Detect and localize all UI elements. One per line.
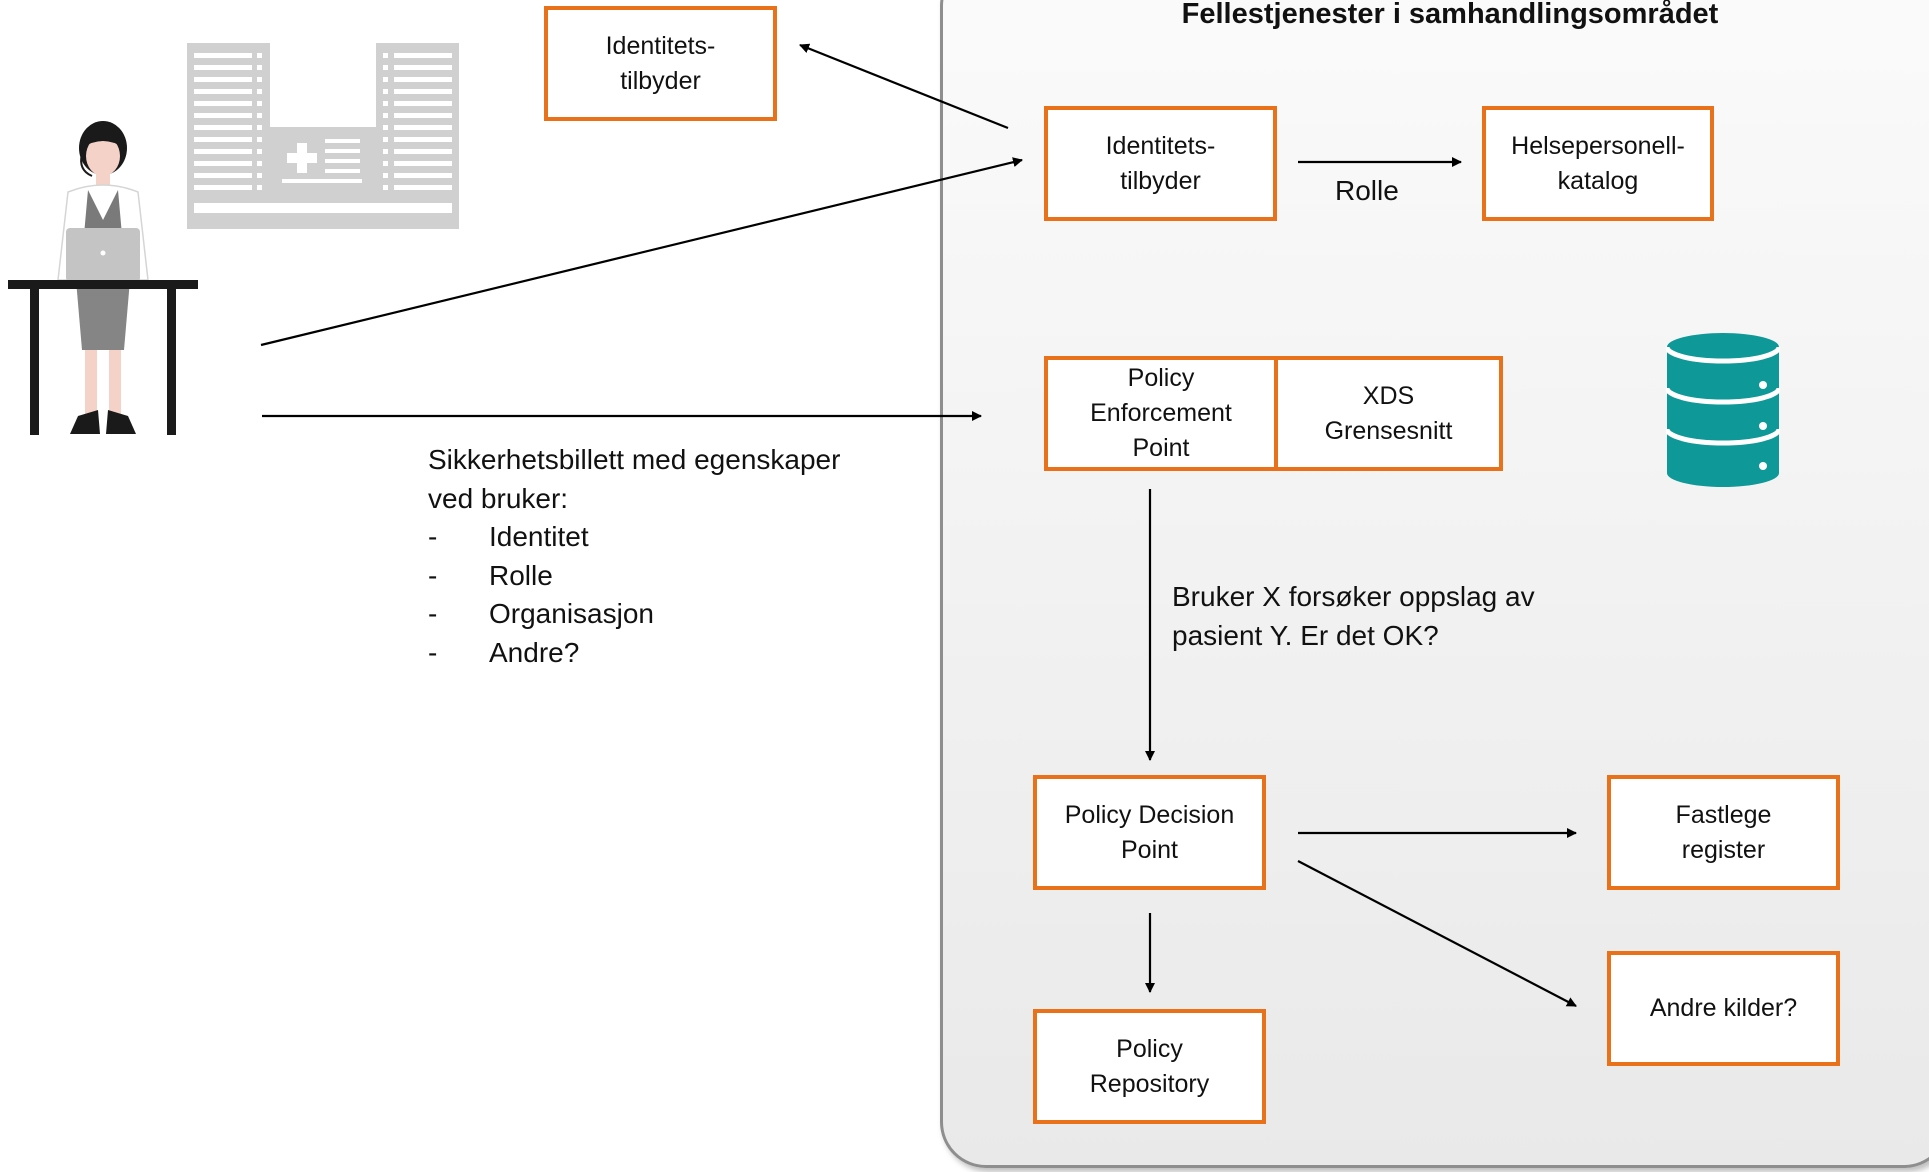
role-label: Rolle: [1335, 175, 1399, 206]
xds-interface-label: XDS Grensesnitt: [1324, 381, 1453, 445]
identity-provider-box: Identitets- tilbyder: [1044, 106, 1277, 221]
security-ticket-description: Sikkerhetsbillett med egenskaper ved bru…: [428, 441, 888, 672]
health-personnel-catalog-label: Helsepersonell- katalog: [1511, 131, 1685, 195]
hospital-building-icon: [187, 43, 459, 229]
xds-interface-box: XDS Grensesnitt: [1274, 356, 1503, 471]
other-sources-box: Andre kilder?: [1607, 951, 1840, 1066]
ticket-heading-line-1: Sikkerhetsbillett med egenskaper: [428, 444, 841, 475]
list-item: Identitet: [428, 518, 888, 557]
gp-register-box: Fastlege register: [1607, 775, 1840, 890]
health-personnel-catalog-box: Helsepersonell- katalog: [1482, 106, 1714, 221]
list-item: Rolle: [428, 557, 888, 596]
policy-enforcement-point-box: Policy Enforcement Point: [1044, 356, 1278, 471]
user-at-desk-icon: [8, 121, 198, 435]
policy-repository-box: Policy Repository: [1033, 1009, 1266, 1124]
list-item: Organisasjon: [428, 595, 888, 634]
policy-repository-label: Policy Repository: [1089, 1034, 1210, 1098]
policy-enforcement-point-label: Policy Enforcement Point: [1090, 364, 1232, 462]
external-identity-provider-label: Identitets- tilbyder: [605, 31, 716, 95]
list-item: Andre?: [428, 634, 888, 673]
identity-provider-label: Identitets- tilbyder: [1105, 131, 1216, 195]
ticket-heading-line-2: ved bruker:: [428, 482, 569, 514]
other-sources-label: Andre kilder?: [1649, 994, 1798, 1022]
gp-register-label: Fastlege register: [1675, 800, 1772, 864]
lookup-question-line-2: pasient Y. Er det OK?: [1172, 620, 1439, 651]
ticket-attribute-list: Identitet Rolle Organisasjon Andre?: [428, 518, 888, 672]
panel-title: Fellestjenester i samhandlingsområdet: [1181, 0, 1719, 30]
database-icon: [1666, 333, 1780, 487]
policy-decision-point-box: Policy Decision Point: [1033, 775, 1266, 890]
lookup-question-line-1: Bruker X forsøker oppslag av: [1172, 581, 1535, 612]
policy-decision-point-label: Policy Decision Point: [1064, 800, 1235, 864]
external-identity-provider-box: Identitets- tilbyder: [544, 6, 777, 121]
